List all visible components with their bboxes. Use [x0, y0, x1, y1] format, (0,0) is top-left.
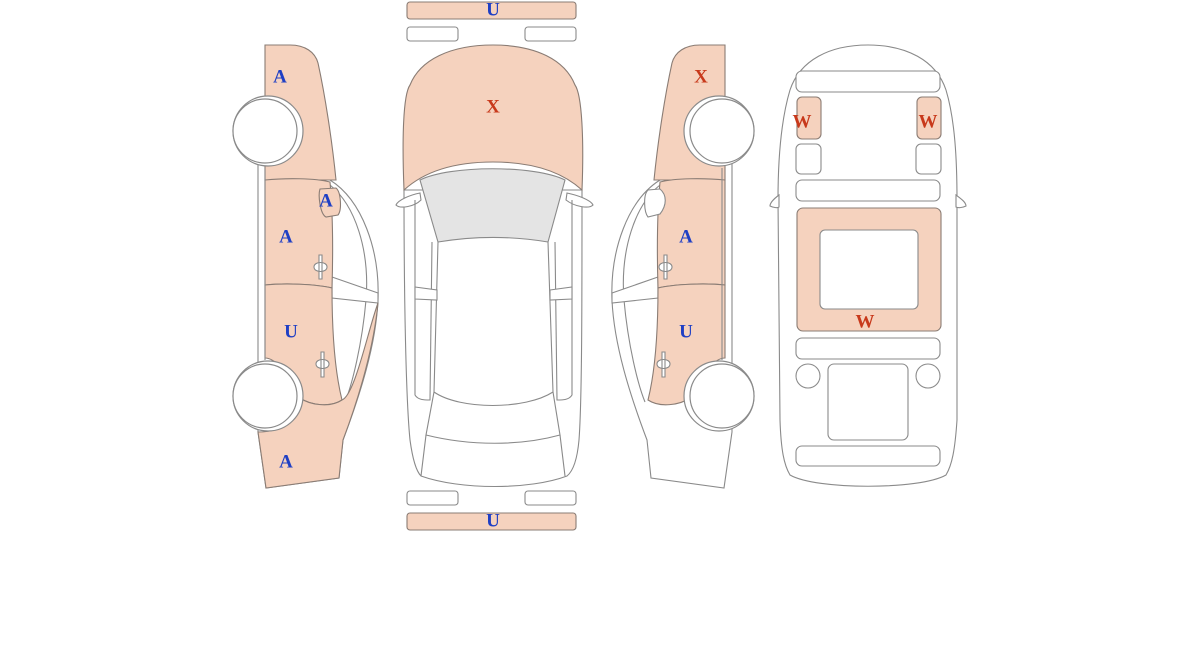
- left-rear-wheel: [232, 363, 298, 429]
- sunroof: [819, 229, 919, 310]
- right-door-line: [554, 200, 573, 401]
- right-rear-door-handle: [656, 351, 671, 378]
- left-front-fender-code: A: [273, 66, 287, 87]
- roof-second-bar: [795, 179, 941, 202]
- right-front-door-code: A: [679, 226, 693, 247]
- left-side-view: [232, 44, 379, 489]
- left-front-door-code: A: [279, 226, 293, 247]
- rear-right-light: [524, 490, 577, 506]
- roof-front-bar: [795, 70, 941, 93]
- left-front-door-handle: [313, 254, 328, 280]
- right-rear-door-code: U: [679, 321, 693, 342]
- top-view: [395, 1, 594, 531]
- rear-left-light: [406, 490, 459, 506]
- hood-code: X: [486, 96, 500, 117]
- rear-bumper-panel[interactable]: [406, 512, 577, 531]
- roof-right-small-box: [915, 143, 942, 175]
- roof-left-small-box: [795, 143, 822, 175]
- right-front-fender-code: X: [694, 66, 708, 87]
- left-rear-door-handle: [315, 351, 330, 378]
- right-pillar-top: [549, 286, 573, 301]
- roof-left-mirror: [769, 193, 780, 209]
- windshield: [419, 168, 566, 243]
- left-mirror-code: A: [319, 190, 333, 211]
- right-mirror: [644, 188, 666, 218]
- roof-center-code: W: [856, 311, 875, 332]
- right-rear-wheel: [689, 363, 755, 429]
- roof-front-left-panel[interactable]: [796, 96, 822, 140]
- roof-right-mirror: [955, 193, 967, 209]
- roof-rear-bar: [795, 445, 941, 467]
- top-body-outline: [403, 189, 583, 487]
- right-front-door-handle: [658, 254, 673, 280]
- left-mirror-panel[interactable]: [318, 187, 341, 218]
- left-door-line: [414, 200, 433, 401]
- left-rear-door-code: U: [284, 321, 298, 342]
- roof-front-left-code: W: [793, 111, 812, 132]
- roof-left-vent: [795, 363, 821, 389]
- left-front-wheel: [232, 98, 298, 164]
- left-rear-quarter-code: A: [279, 451, 293, 472]
- cabin-outline: [433, 241, 554, 407]
- front-bumper-panel[interactable]: [406, 1, 577, 20]
- rear-window: [425, 391, 561, 444]
- roof-front-right-code: W: [919, 111, 938, 132]
- front-left-light: [406, 26, 459, 42]
- rear-bumper-code: U: [486, 510, 500, 531]
- roof-right-vent: [915, 363, 941, 389]
- roof-front-right-panel[interactable]: [916, 96, 942, 140]
- left-pillar-top: [414, 286, 438, 301]
- front-right-light: [524, 26, 577, 42]
- roof-third-bar: [795, 337, 941, 360]
- roof-rear-box: [827, 363, 909, 441]
- roof-view: [769, 44, 967, 487]
- right-front-wheel: [689, 98, 755, 164]
- front-bumper-code: U: [486, 0, 500, 20]
- tailgate: [420, 434, 566, 477]
- right-side-view: [611, 44, 755, 489]
- damage-markers: U X U A A A U A X A U W W W: [273, 0, 937, 531]
- hood-panel[interactable]: [402, 44, 584, 192]
